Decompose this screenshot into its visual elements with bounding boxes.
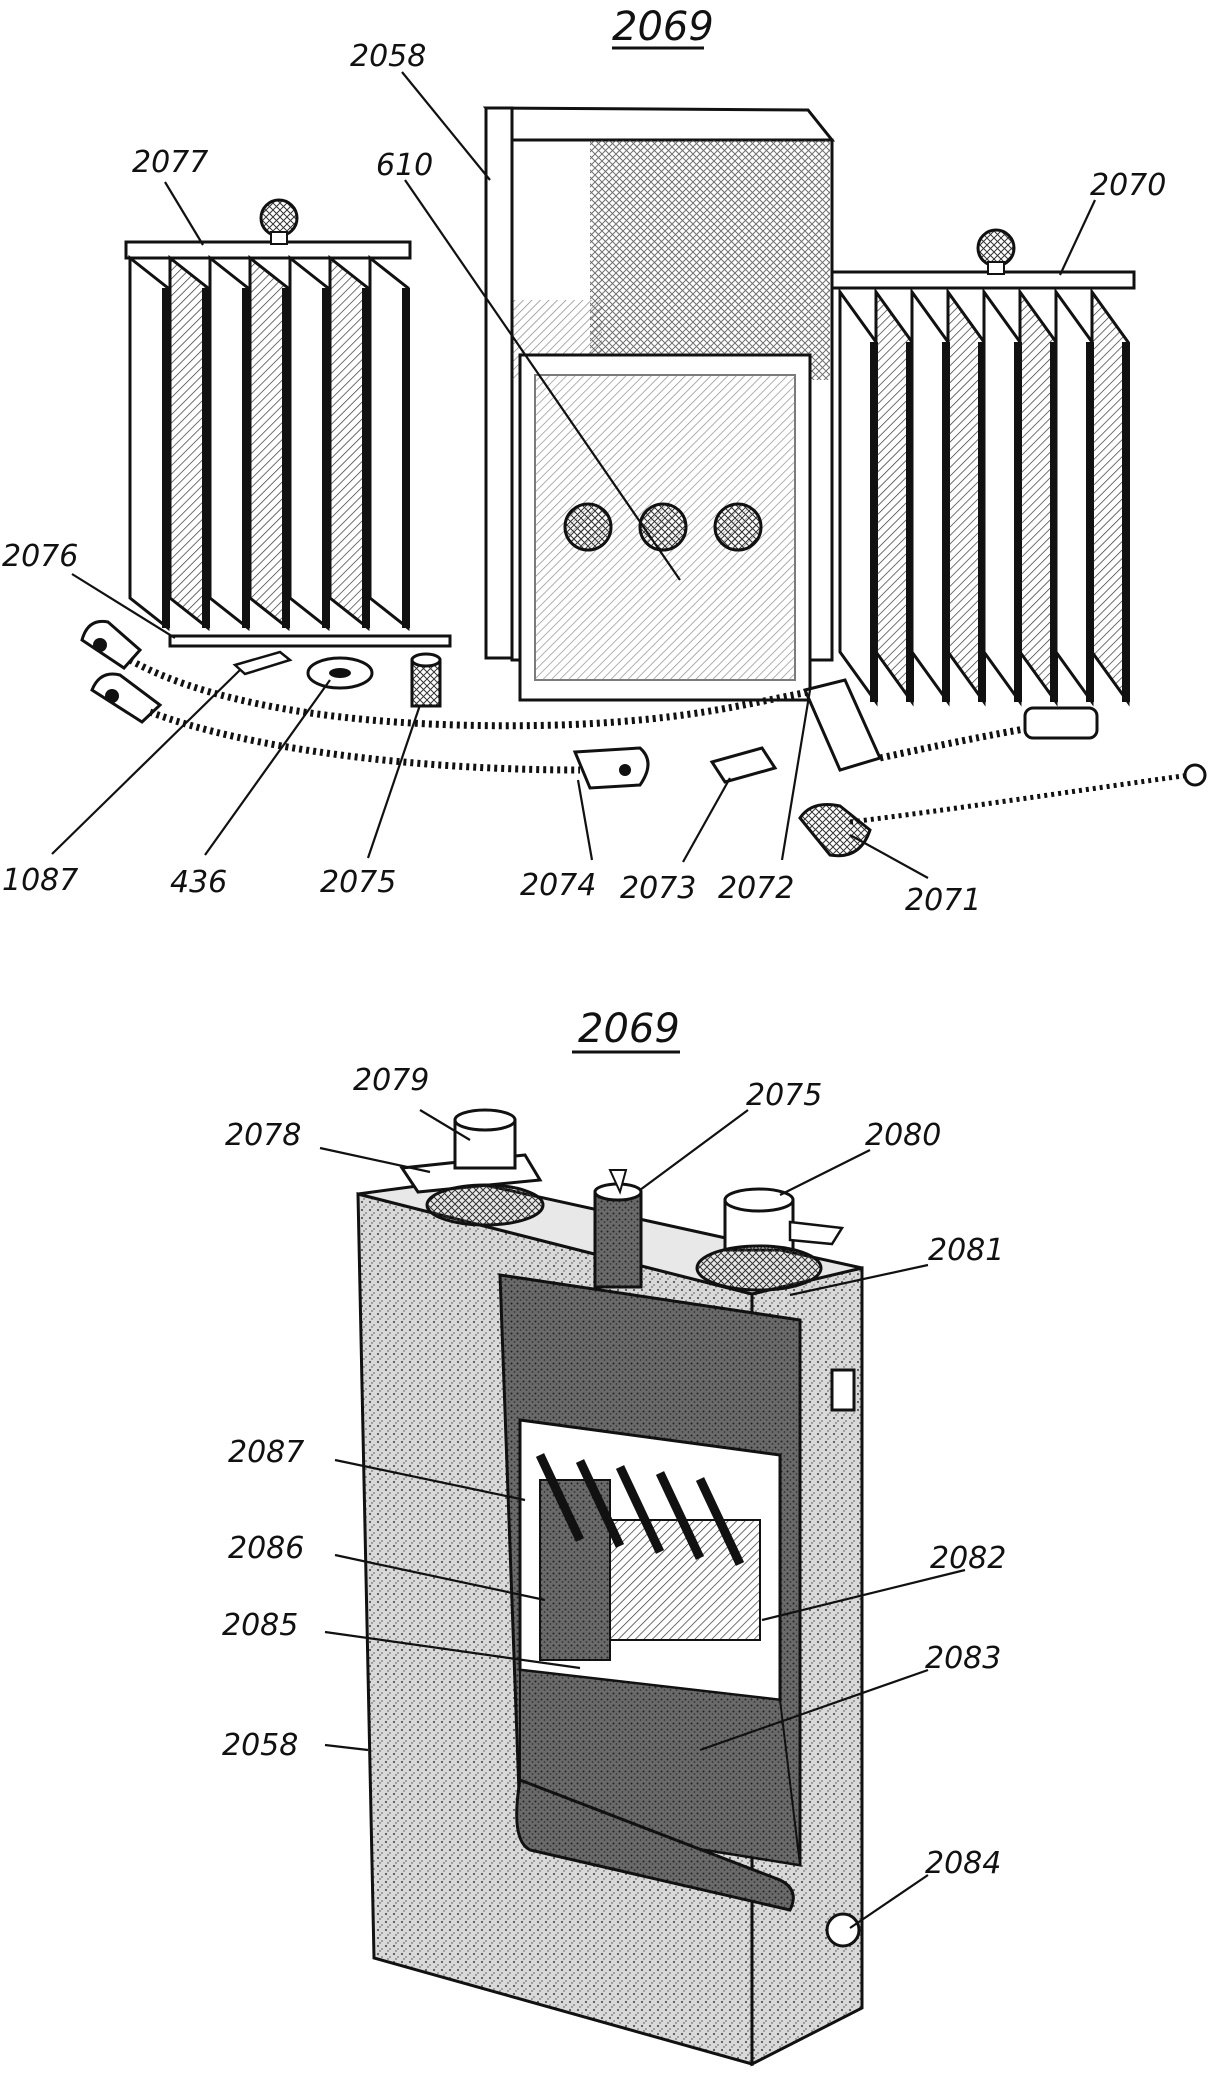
plate-edge <box>242 288 250 628</box>
plate-edge <box>162 288 170 628</box>
label-2087: 2087 <box>228 1435 304 1470</box>
plate-edge <box>202 288 210 628</box>
label-2073: 2073 <box>620 871 696 906</box>
cell-2058-illustration <box>356 1178 864 2067</box>
label-2072: 2072 <box>718 871 794 906</box>
electrode-rib <box>575 1459 625 1548</box>
electrode-rib <box>535 1453 585 1542</box>
label-2075-bottom: 2075 <box>746 1078 822 1113</box>
electrode-rib <box>695 1477 745 1566</box>
rod-2076-illustration <box>168 634 452 648</box>
plate-edge <box>942 342 950 702</box>
case-2058-illustration <box>482 106 836 702</box>
plate-edge <box>1122 342 1130 702</box>
label-2074: 2074 <box>520 868 596 903</box>
label-2077: 2077 <box>132 145 208 180</box>
label-1087: 1087 <box>2 863 78 898</box>
label-2058-bottom: 2058 <box>222 1728 298 1763</box>
label-2078: 2078 <box>225 1118 301 1153</box>
plate-edge <box>870 342 878 702</box>
plate-edge <box>1086 342 1094 702</box>
plate-edge <box>362 288 370 628</box>
label-2071: 2071 <box>905 883 981 918</box>
plate-edge <box>978 342 986 702</box>
plate-edge <box>1014 342 1022 702</box>
label-610: 610 <box>376 148 433 183</box>
label-2086: 2086 <box>228 1531 304 1566</box>
plate-edge <box>322 288 330 628</box>
figure-cutaway-view: 2069 <box>222 1006 1006 2067</box>
figure-1-leader-lines <box>51 71 1096 879</box>
plate-edge <box>906 342 914 702</box>
electrode-rib <box>615 1465 665 1554</box>
terminals-illustration <box>399 1108 845 1292</box>
plate-pack-2070-illustration <box>830 228 1136 707</box>
label-2085: 2085 <box>222 1608 298 1643</box>
label-2084: 2084 <box>925 1846 1001 1881</box>
figure-2-leader-lines <box>319 1109 966 1929</box>
label-2080: 2080 <box>865 1118 941 1153</box>
figure-2-title: 2069 <box>578 1006 680 1052</box>
plate-edge <box>1050 342 1058 702</box>
connector-cables-illustration <box>80 619 1207 858</box>
label-2079: 2079 <box>353 1063 429 1098</box>
electrode-rib <box>655 1471 705 1560</box>
label-2075-top: 2075 <box>320 865 396 900</box>
plate-edge <box>282 288 290 628</box>
label-2083: 2083 <box>925 1641 1001 1676</box>
plate-edge <box>402 288 410 628</box>
label-436: 436 <box>170 865 227 900</box>
label-2081: 2081 <box>928 1233 1004 1268</box>
plate-pack-2077-illustration <box>124 198 412 632</box>
figure-1-title: 2069 <box>612 4 714 50</box>
label-2076: 2076 <box>2 539 78 574</box>
label-2058: 2058 <box>350 39 426 74</box>
label-2070: 2070 <box>1090 168 1166 203</box>
figure-exploded-view: 2069 <box>2 4 1207 918</box>
label-2082: 2082 <box>930 1541 1006 1576</box>
